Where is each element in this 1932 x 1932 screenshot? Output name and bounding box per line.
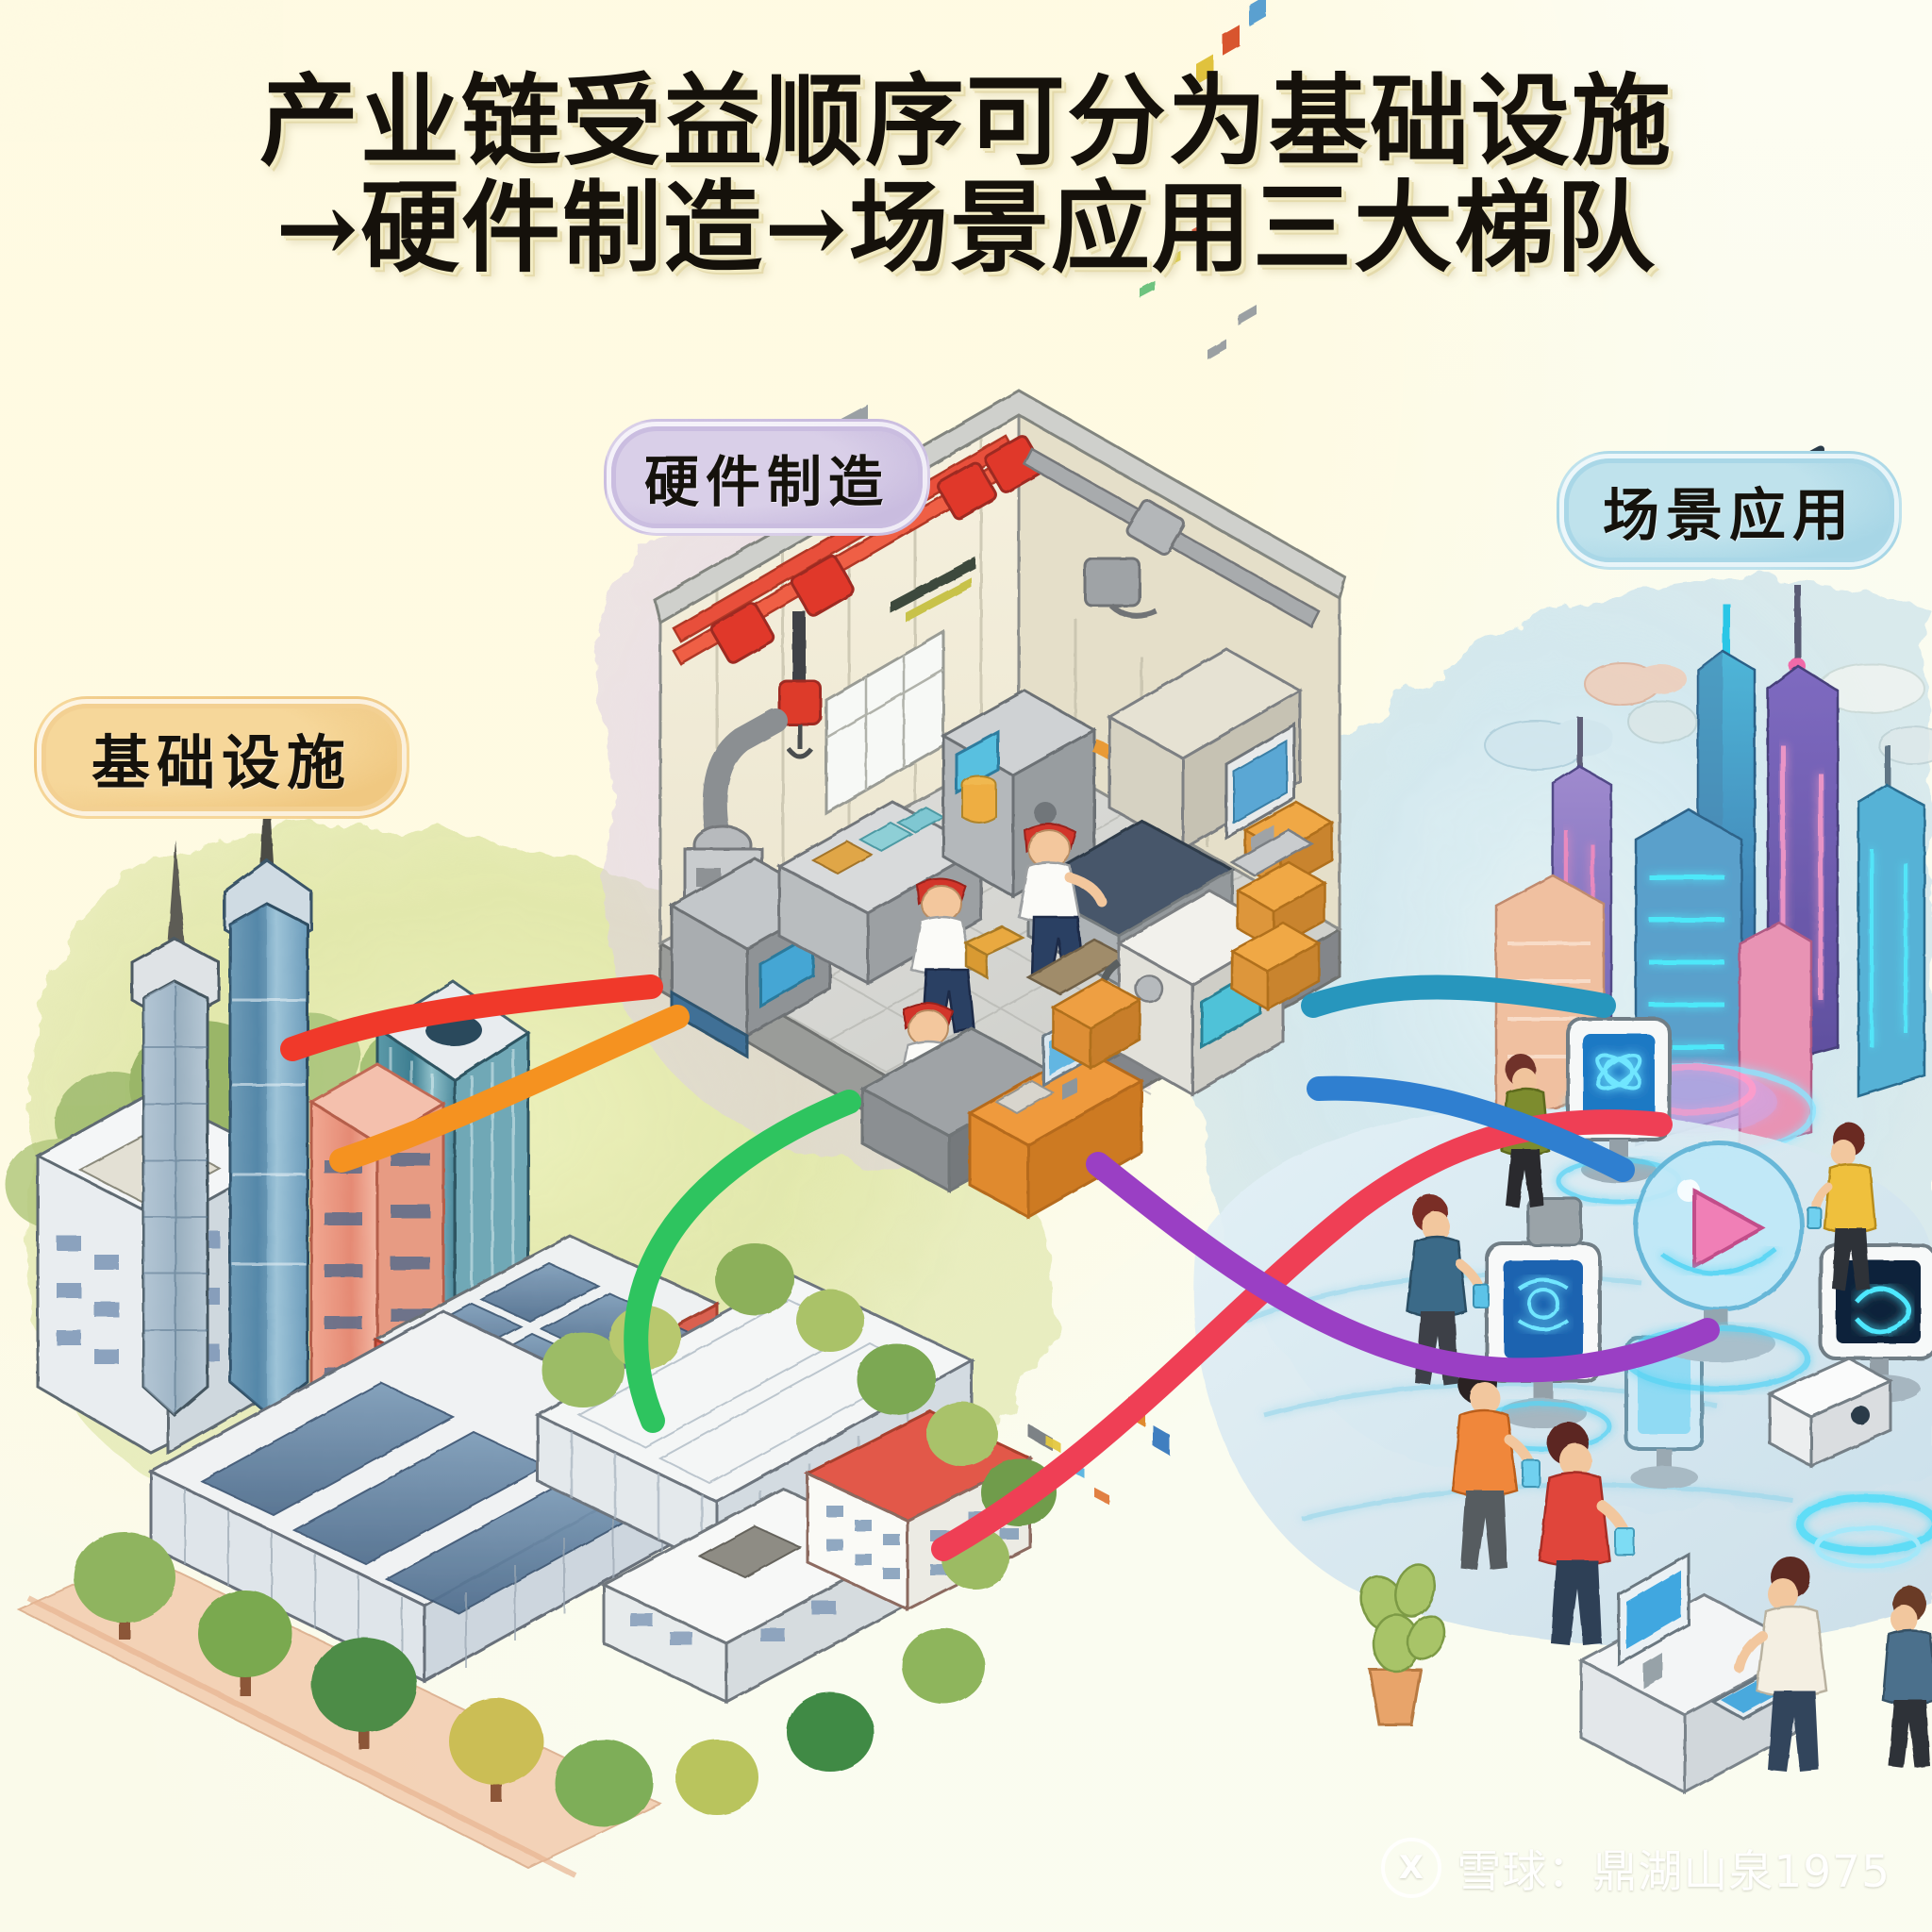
badge-scenario-label: 场景应用 (1603, 482, 1856, 549)
connector-infra-to-scenario-pink (931, 1109, 1673, 1561)
connector-hardware-to-scenario-purple (1086, 1152, 1720, 1383)
connector-infra-to-hardware-orange (329, 1005, 690, 1173)
badge-hardware-label: 硬件制造 (643, 450, 890, 514)
connector-infra-to-hardware-green (624, 1090, 861, 1433)
badge-infrastructure[interactable]: 基础设施 (34, 696, 409, 819)
badge-infrastructure-label: 基础设施 (91, 728, 352, 797)
connector-hardware-to-scenario-teal (1301, 974, 1616, 1018)
badge-hardware[interactable]: 硬件制造 (604, 419, 930, 536)
badge-scenario[interactable]: 场景应用 (1557, 451, 1902, 570)
